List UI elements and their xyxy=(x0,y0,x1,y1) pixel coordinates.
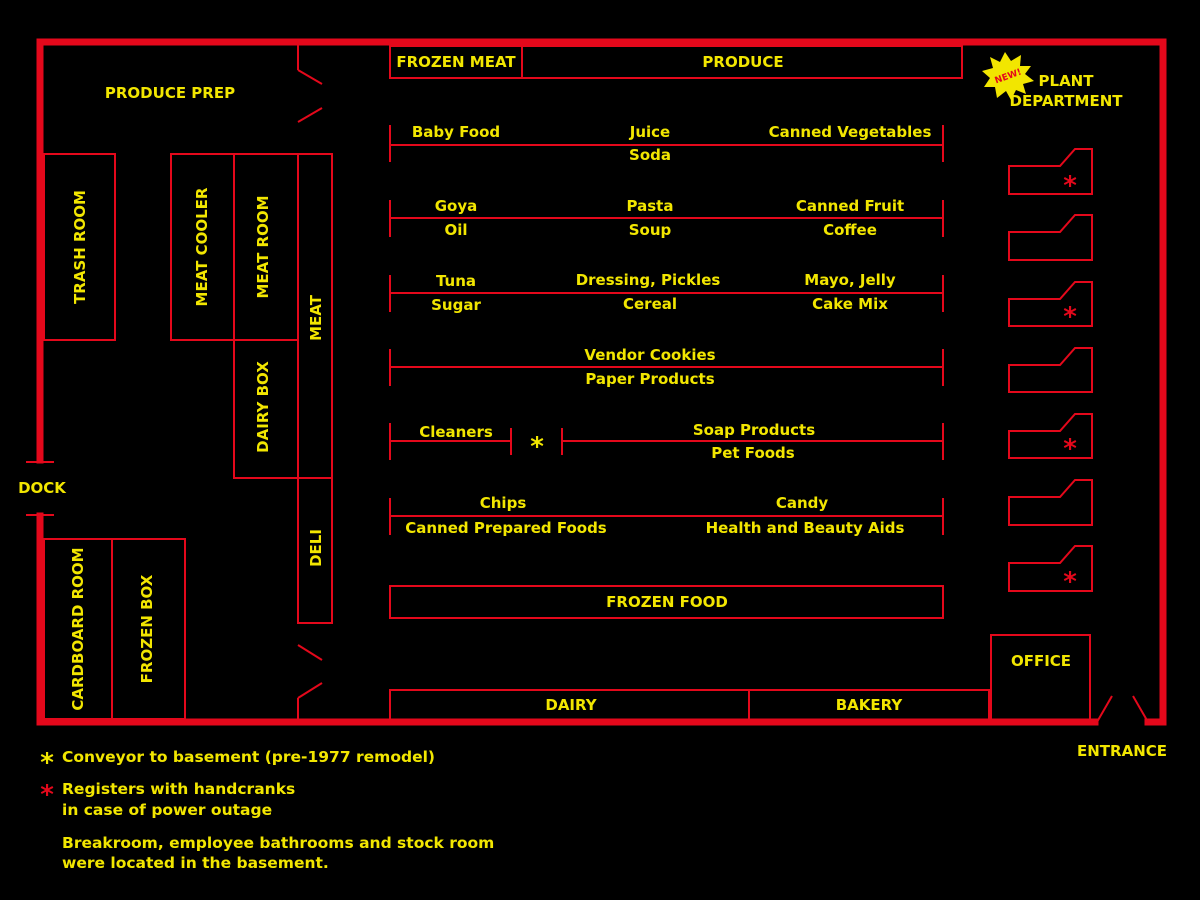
frozen-food-label: FROZEN FOOD xyxy=(606,593,728,611)
aisle-5-bottom-1: Pet Foods xyxy=(711,444,795,462)
trash-room-box xyxy=(43,153,116,341)
aisle-3: Tuna Dressing, Pickles Mayo, Jelly Sugar… xyxy=(389,271,944,314)
aisle-3-top-1: Tuna xyxy=(436,272,476,290)
dock-label: DOCK xyxy=(18,479,67,497)
aisle-3-bottom-2: Cereal xyxy=(623,295,677,313)
legend-note-text-2: were located in the basement. xyxy=(62,854,329,872)
handcrank-marker-3: * xyxy=(1063,302,1077,332)
register-6 xyxy=(1008,479,1093,526)
aisle-6-top-2: Candy xyxy=(776,494,829,512)
handcrank-marker-7: * xyxy=(1063,567,1077,597)
aisle-2-bottom-3: Coffee xyxy=(823,221,877,239)
legend-conveyor-text: Conveyor to basement (pre-1977 remodel) xyxy=(62,748,435,766)
aisle-6-top-1: Chips xyxy=(480,494,527,512)
entrance-door-right xyxy=(1132,695,1149,723)
register-1 xyxy=(1008,148,1093,195)
entrance-door-left xyxy=(1096,695,1113,723)
frozen-box-label: FROZEN BOX xyxy=(138,574,156,683)
aisle-1-bottom-1: Soda xyxy=(629,146,671,164)
aisle-2-top-2: Pasta xyxy=(627,197,674,215)
office-box xyxy=(990,634,1091,721)
legend-registers-text-1: Registers with handcranks xyxy=(62,780,295,798)
bakery-box xyxy=(748,689,990,721)
dairy-label: DAIRY xyxy=(545,696,597,714)
plant-department-label-1: PLANT xyxy=(1039,72,1095,90)
aisle-5-top-2: Soap Products xyxy=(693,421,815,439)
aisle-2-bottom-1: Oil xyxy=(444,221,467,239)
handcrank-marker-5: * xyxy=(1063,434,1077,464)
frozen-meat-label: FROZEN MEAT xyxy=(396,53,516,71)
aisle-2-top-3: Canned Fruit xyxy=(796,197,904,215)
bakery-label: BAKERY xyxy=(836,696,904,714)
produce-label: PRODUCE xyxy=(702,53,783,71)
legend-register-marker: * xyxy=(40,780,54,810)
entrance-label: ENTRANCE xyxy=(1077,742,1167,760)
aisle-2-top-1: Goya xyxy=(435,197,478,215)
new-badge-burst xyxy=(982,52,1034,100)
aisle-6: Chips Candy Canned Prepared Foods Health… xyxy=(389,494,944,537)
produce-box xyxy=(521,45,963,79)
aisle-4-bottom-1: Paper Products xyxy=(585,370,714,388)
trash-room-label: TRASH ROOM xyxy=(71,190,89,304)
register-3 xyxy=(1008,281,1093,327)
aisle-1-top-2: Juice xyxy=(629,123,670,141)
meat-label: MEAT xyxy=(307,294,325,341)
aisle-2-bottom-2: Soup xyxy=(629,221,672,239)
legend-conveyor-marker: * xyxy=(40,748,54,778)
aisle-5: Cleaners * Soap Products Pet Foods xyxy=(389,421,944,462)
plant-department-label-2: DEPARTMENT xyxy=(1010,92,1124,110)
aisle-3-bottom-1: Sugar xyxy=(431,296,481,314)
partition-door-top-b xyxy=(297,107,323,123)
aisle-1-top-3: Canned Vegetables xyxy=(769,123,932,141)
outer-wall-main xyxy=(36,38,1167,726)
legend-registers-text-2: in case of power outage xyxy=(62,801,272,819)
aisle-1-top-1: Baby Food xyxy=(412,123,500,141)
aisle-3-top-2: Dressing, Pickles xyxy=(576,271,721,289)
aisle-3-top-3: Mayo, Jelly xyxy=(804,271,896,289)
register-4 xyxy=(1008,347,1093,393)
legend-note-text-1: Breakroom, employee bathrooms and stock … xyxy=(62,834,494,852)
aisle-4-top-1: Vendor Cookies xyxy=(584,346,715,364)
aisle-1: Baby Food Juice Canned Vegetables Soda xyxy=(389,123,944,164)
dairy-box-label: DAIRY BOX xyxy=(254,361,272,453)
deli-counter-box xyxy=(297,477,333,624)
outer-wall-bottom xyxy=(36,512,1099,726)
new-badge: NEW! xyxy=(982,52,1034,100)
partition-door-bottom-a xyxy=(297,644,323,661)
office-label: OFFICE xyxy=(1011,652,1071,670)
partition-door-bottom-b xyxy=(297,682,323,699)
aisle-3-bottom-3: Cake Mix xyxy=(812,295,888,313)
frozen-food-box xyxy=(389,585,944,619)
meat-room-label: MEAT ROOM xyxy=(254,195,272,298)
partition-door-top-a xyxy=(297,69,323,85)
legend: * Conveyor to basement (pre-1977 remodel… xyxy=(40,748,494,872)
cardboard-room-label: CARDBOARD ROOM xyxy=(69,547,87,710)
aisle-6-bottom-1: Canned Prepared Foods xyxy=(405,519,607,537)
deli-label: DELI xyxy=(307,529,325,567)
aisle-6-bottom-2: Health and Beauty Aids xyxy=(706,519,905,537)
registers: * * * * xyxy=(1008,148,1093,597)
register-5 xyxy=(1008,413,1093,459)
handcrank-marker-1: * xyxy=(1063,171,1077,201)
aisle-2: Goya Pasta Canned Fruit Oil Soup Coffee xyxy=(389,197,944,239)
register-2 xyxy=(1008,214,1093,261)
aisle-5-top-1: Cleaners xyxy=(419,423,493,441)
register-7 xyxy=(1008,545,1093,592)
conveyor-marker: * xyxy=(530,432,544,462)
frozen-box-box xyxy=(111,538,186,720)
produce-prep-label: PRODUCE PREP xyxy=(105,84,235,102)
meat-cooler-label: MEAT COOLER xyxy=(193,187,211,306)
aisle-4: Vendor Cookies Paper Products xyxy=(389,346,944,388)
